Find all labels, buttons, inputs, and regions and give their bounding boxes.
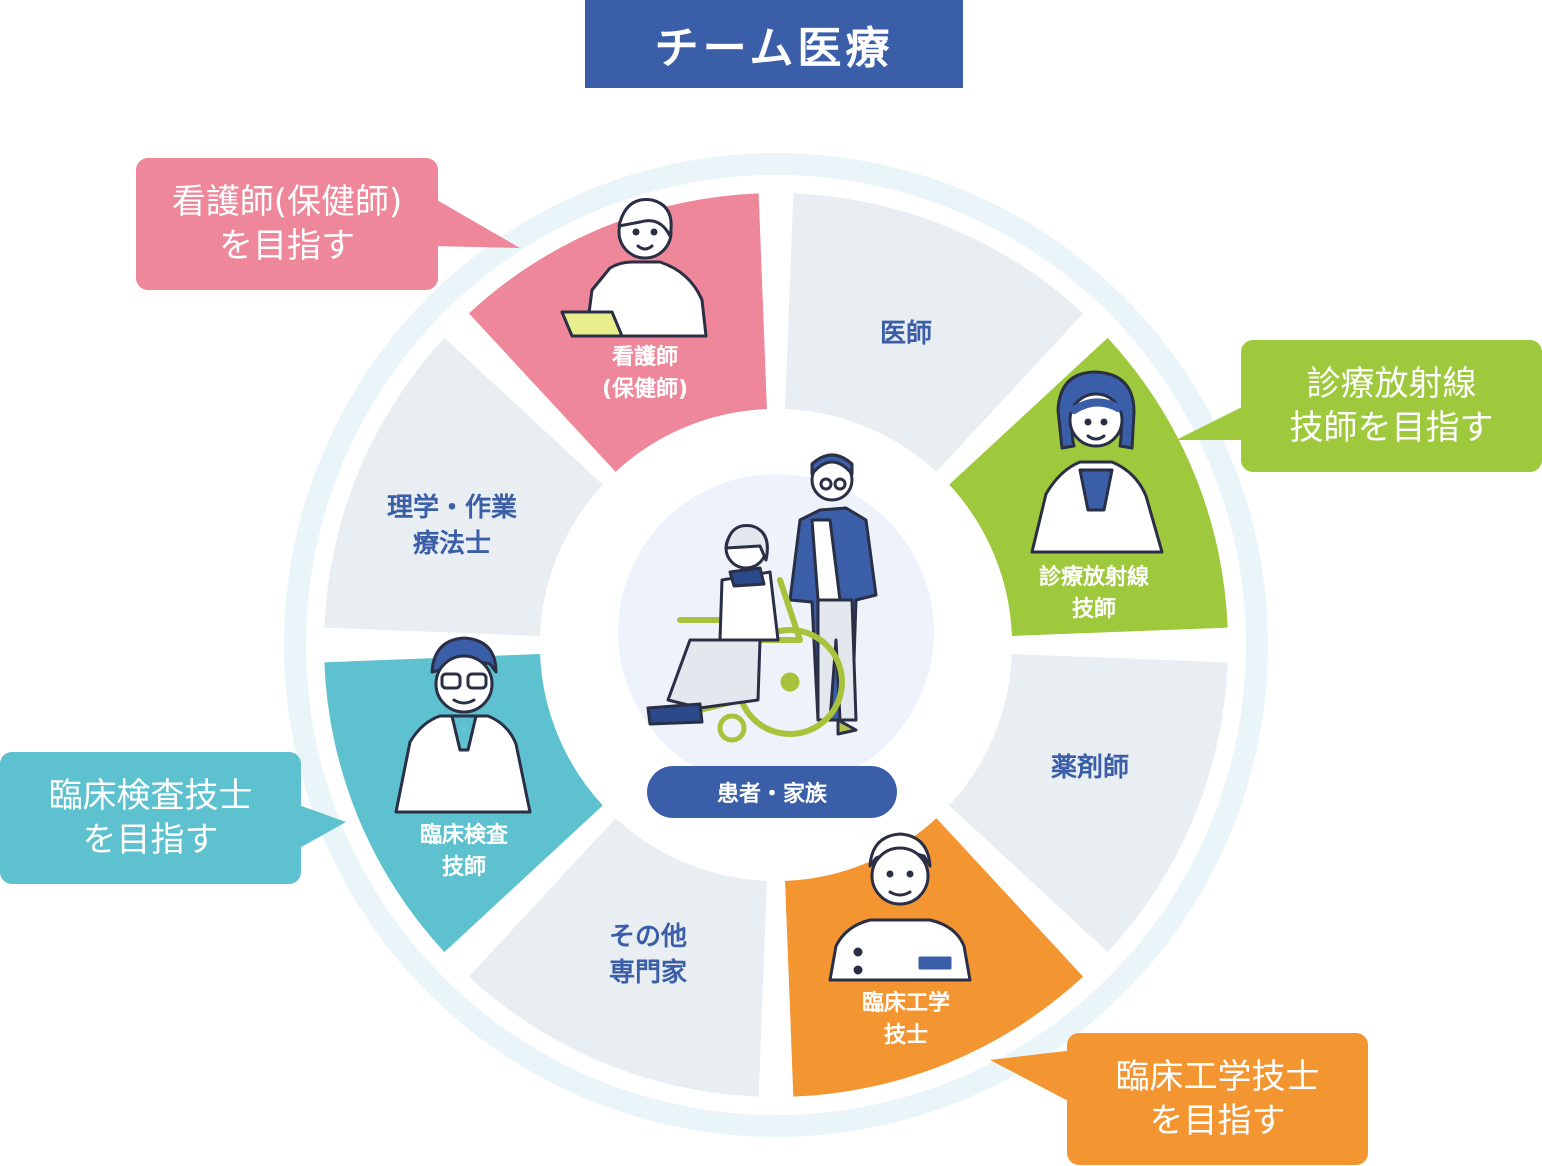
segment-label-radiology: 診療放射線 技師 (1038, 565, 1149, 622)
segment-pt (324, 337, 603, 636)
patient-family-illustration (646, 453, 878, 743)
nurse-illustration (560, 198, 708, 338)
nurse-bubble-tail (430, 196, 520, 248)
lab-bubble: 臨床検査技士 を目指す (0, 752, 301, 884)
segment-label-pharmacist: 薬剤師 (1050, 753, 1129, 783)
segment-label-lab: 臨床検査 技師 (419, 823, 508, 880)
segment-label-ce: 臨床工学 技士 (861, 991, 950, 1048)
clinical-engineer-illustration (828, 832, 972, 982)
radiology-tech-illustration (1030, 370, 1164, 554)
segment-label-other: その他 専門家 (608, 922, 687, 988)
segment-label-doctor: 医師 (879, 319, 932, 349)
radiology-bubble: 診療放射線 技師を目指す (1241, 340, 1542, 472)
lab-bubble-tail (296, 804, 346, 850)
center-label: 患者・家族 (647, 766, 897, 818)
radiology-bubble-tail (1176, 404, 1248, 440)
segment-label-pt: 理学・作業 療法士 (386, 493, 517, 559)
ce-bubble: 臨床工学技士 を目指す (1067, 1033, 1368, 1165)
segment-other (468, 818, 767, 1097)
segment-label-nurse: 看護師 (保健師) (601, 345, 689, 402)
nurse-bubble: 看護師(保健師) を目指す (136, 158, 438, 290)
page-title: チーム医療 (585, 0, 963, 88)
segment-pharmacist (949, 654, 1228, 953)
lab-tech-illustration (394, 636, 532, 814)
ce-bubble-tail (990, 1050, 1074, 1104)
segment-doctor (785, 193, 1084, 472)
